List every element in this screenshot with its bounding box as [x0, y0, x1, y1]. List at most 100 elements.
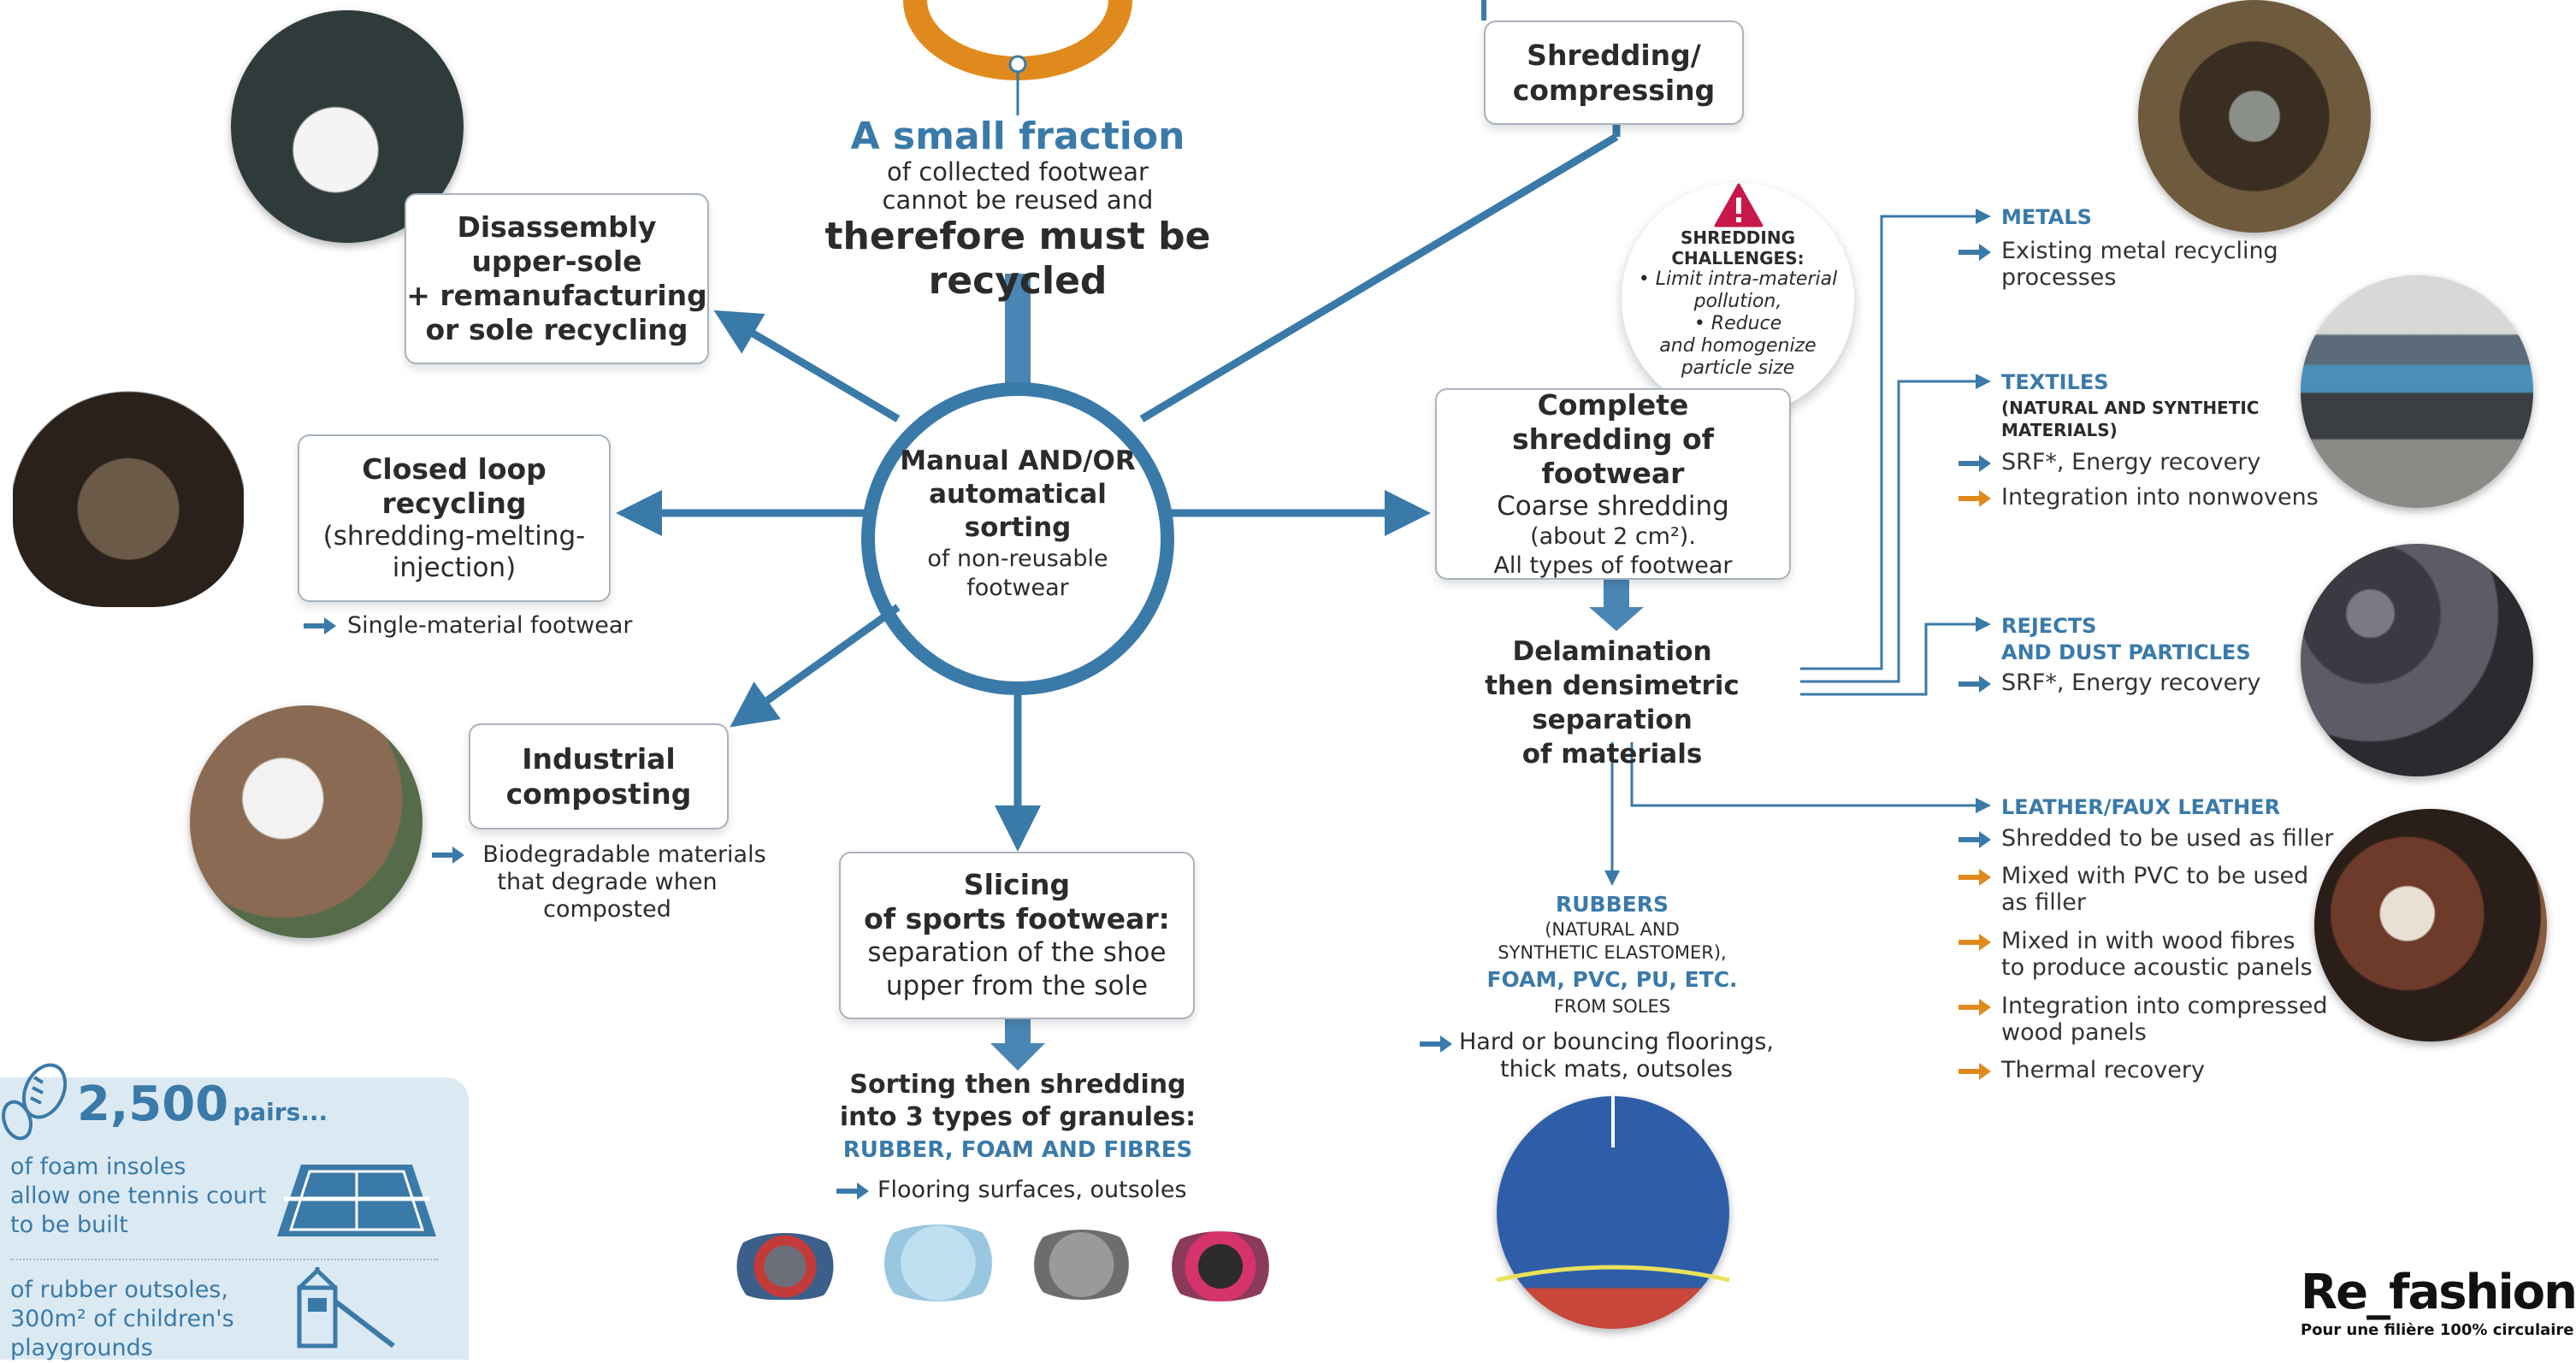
slicing-title-1: Slicing — [963, 868, 1071, 901]
arrow-right-icon — [836, 1183, 869, 1200]
leather-item-4-line-2: wood panels — [2001, 1019, 2147, 1046]
photo-textile-layers — [2301, 275, 2533, 508]
composting-output-1: Biodegradable materials — [482, 841, 766, 868]
rubbers-sub-1: (NATURAL AND — [1545, 919, 1680, 940]
metals-item-1: Existing metal recycling processes — [2001, 238, 2278, 291]
leather-item-4: Integration into compressed wood panels — [2001, 993, 2327, 1046]
closed-loop-title-1: Closed loop — [362, 452, 547, 486]
leather-item-3-line-1: Mixed in with wood fibres — [2001, 928, 2295, 954]
photo-mixed-fibres — [1156, 1231, 1285, 1301]
leather-item-4-line-1: Integration into compressed — [2001, 993, 2328, 1019]
closed-loop-sub-2: injection) — [392, 552, 517, 583]
fraction-line-2: cannot be reused and — [882, 186, 1154, 215]
complete-shredding-sub-3: All types of footwear — [1493, 552, 1733, 579]
rubbers-output: Hard or bouncing floorings, thick mats, … — [1454, 1029, 1779, 1083]
rubbers-block: RUBBERS (NATURAL AND SYNTHETIC ELASTOMER… — [1420, 891, 1805, 1018]
hub-sub-1: of non-reusable — [927, 546, 1108, 572]
brand-block: Re_fashion Pour une filière 100% circula… — [2301, 1266, 2576, 1341]
shredding-compressing-2: compressing — [1512, 74, 1716, 107]
slicing-box: Slicing of sports footwear: separation o… — [839, 852, 1195, 1019]
arrow-right-icon — [1959, 676, 1991, 693]
disassembly-line-1: Disassembly — [457, 210, 657, 244]
hub-title-3: sorting — [964, 512, 1072, 543]
granules-title-1: Sorting then shredding — [849, 1070, 1186, 1100]
leather-item-2: Mixed with PVC to be used as filler — [2001, 863, 2308, 916]
stats-divider — [10, 1259, 438, 1260]
challenges-item-3: • Reduce — [1693, 313, 1782, 334]
challenges-item-5: particle size — [1681, 357, 1795, 379]
disassembly-line-4: or sole recycling — [425, 313, 688, 346]
composting-title-1: Industrial — [522, 742, 676, 776]
arrow-right-icon — [1959, 831, 1991, 848]
slicing-sub-2: upper from the sole — [885, 971, 1149, 1001]
textiles-item-1: SRF*, Energy recovery — [2001, 449, 2261, 475]
stat-2-line-3: playgrounds — [10, 1335, 153, 1361]
stats-unit: pairs... — [233, 1098, 328, 1126]
leather-item-3: Mixed in with wood fibres to produce aco… — [2001, 928, 2313, 981]
stat-1-line-3: to be built — [10, 1212, 128, 1238]
rubbers-foam: FOAM, PVC, PU, ETC. — [1486, 967, 1738, 992]
closed-loop-title-2: recycling — [381, 487, 527, 520]
delamination-block: Delamination then densimetric separation… — [1420, 634, 1805, 771]
leather-item-2-line-2: as filler — [2001, 889, 2086, 916]
rubbers-output-2: thick mats, outsoles — [1500, 1056, 1733, 1083]
arrow-right-orange-icon — [1959, 490, 1991, 507]
challenges-title-2: CHALLENGES: — [1671, 248, 1805, 268]
photo-rubber-granules — [725, 1233, 845, 1300]
complete-shredding-box: Complete shredding of footwear Coarse sh… — [1435, 388, 1791, 580]
delamination-line-3: of materials — [1521, 739, 1703, 770]
composting-output-2: that degrade when composted — [497, 869, 718, 923]
fraction-line-1: of collected footwear — [887, 157, 1149, 186]
textiles-item-2: Integration into nonwovens — [2001, 484, 2319, 510]
hub-sub-2: footwear — [966, 575, 1069, 601]
leather-title: LEATHER/FAUX LEATHER — [2001, 795, 2281, 819]
delamination-line-1: Delamination — [1512, 636, 1712, 667]
photo-metal-eyelets — [2138, 0, 2371, 233]
alert-triangle-icon — [1714, 183, 1764, 227]
textiles-sub: (NATURAL AND SYNTHETIC MATERIALS) — [2001, 397, 2259, 441]
challenges-item-1: • Limit intra-material — [1638, 268, 1838, 290]
metals-item-1-line-1: Existing metal recycling — [2001, 238, 2278, 264]
photo-sports-flooring — [1496, 1096, 1730, 1329]
textiles-title: TEXTILES — [2001, 370, 2109, 394]
arrow-right-orange-icon — [1959, 934, 1991, 951]
granules-output: Flooring surfaces, outsoles — [877, 1177, 1187, 1203]
closed-loop-sub-1: (shredding-melting- — [322, 521, 586, 552]
connector-lines — [616, 0, 1991, 1071]
challenges-item-4: and homogenize — [1659, 335, 1817, 357]
disassembly-line-3: + remanufacturing — [406, 279, 707, 312]
composting-output: Biodegradable materials that degrade whe… — [440, 841, 774, 923]
stat-2-line-1: of rubber outsoles, — [10, 1277, 228, 1303]
rubbers-title: RUBBERS — [1556, 892, 1669, 917]
challenges-item-2: pollution, — [1693, 291, 1782, 312]
complete-shredding-title-2: shredding of footwear — [1512, 422, 1714, 490]
disassembly-box: Disassembly upper-sole + remanufacturing… — [405, 193, 709, 364]
stat-2-text: of rubber outsoles, 300m² of children's … — [10, 1276, 234, 1363]
complete-shredding-sub-1: Coarse shredding — [1497, 490, 1729, 522]
arrow-right-icon — [1959, 455, 1991, 472]
fraction-heading: A small fraction — [850, 115, 1185, 158]
rubbers-output-1: Hard or bouncing floorings, — [1458, 1029, 1774, 1055]
arrow-right-icon — [432, 847, 464, 864]
playground-icon — [297, 1267, 395, 1348]
composting-title-2: composting — [505, 777, 692, 811]
slicing-sub-1: separation of the shoe — [867, 937, 1167, 968]
stat-2-line-2: 300m² of children's — [10, 1306, 234, 1332]
stat-1-line-2: allow one tennis court — [10, 1183, 267, 1209]
photo-foam-granules — [866, 1224, 1011, 1301]
rejects-item-1: SRF*, Energy recovery — [2001, 670, 2261, 696]
hub-title-2: automatical — [929, 479, 1107, 510]
rubbers-sub-2: SYNTHETIC ELASTOMER), — [1498, 942, 1727, 963]
delamination-line-2: then densimetric separation — [1485, 670, 1740, 735]
textiles-sub-2: MATERIALS) — [2001, 420, 2118, 440]
shredding-challenges-bubble: SHREDDING CHALLENGES: • Limit intra-mate… — [1622, 183, 1854, 416]
top-fraction-text: A small fraction of collected footwear c… — [753, 115, 1283, 304]
stats-headline: 2,500 pairs... — [77, 1077, 328, 1132]
textiles-sub-1: (NATURAL AND SYNTHETIC — [2001, 398, 2260, 418]
complete-shredding-title-1: Complete — [1537, 387, 1689, 422]
shredding-compressing-box: Shredding/ compressing — [1484, 21, 1744, 125]
stat-1-text: of foam insoles allow one tennis court t… — [10, 1153, 266, 1240]
photo-rejects-pellets — [2301, 544, 2533, 776]
fraction-emphasis: therefore must be recycled — [824, 215, 1211, 303]
sorting-hub: Manual AND/OR automatical sorting of non… — [881, 445, 1155, 603]
